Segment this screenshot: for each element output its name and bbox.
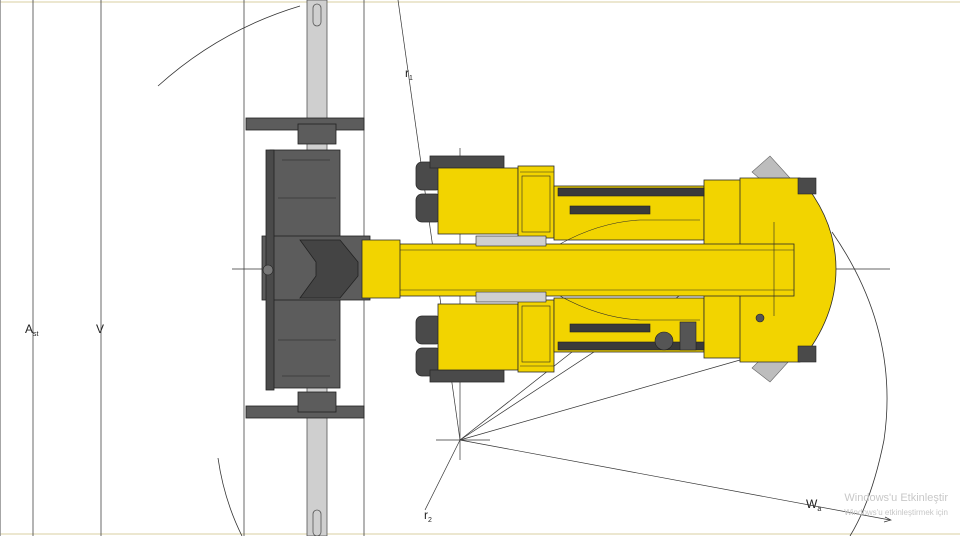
machine-body [361,155,837,383]
watermark-title: Windows'u Etkinleştir [844,492,948,504]
watermark-subtitle: Windows'u etkinleştirmek için [844,508,948,517]
radius-label-r1: r1 [405,66,413,82]
dimension-label-a-st: Ast [25,322,38,338]
r2-main: r [424,508,428,522]
boom-detail [400,171,794,367]
body-detail [475,177,817,363]
r1-sub: 1 [409,75,413,82]
wa-sub: a [817,506,822,513]
r2-sub: 2 [428,517,432,524]
turning-arcs [157,5,888,536]
dimension-label-v: V [96,322,105,336]
wa-main: W [806,497,818,511]
a-st-main: A [25,322,34,336]
radius-label-r2: r2 [424,508,432,524]
a-st-sub: st [33,331,39,338]
spreader-frame [245,117,371,419]
width-label-wa: Wa [806,497,821,513]
r1-main: r [405,66,409,80]
spreader-detail [262,159,336,377]
